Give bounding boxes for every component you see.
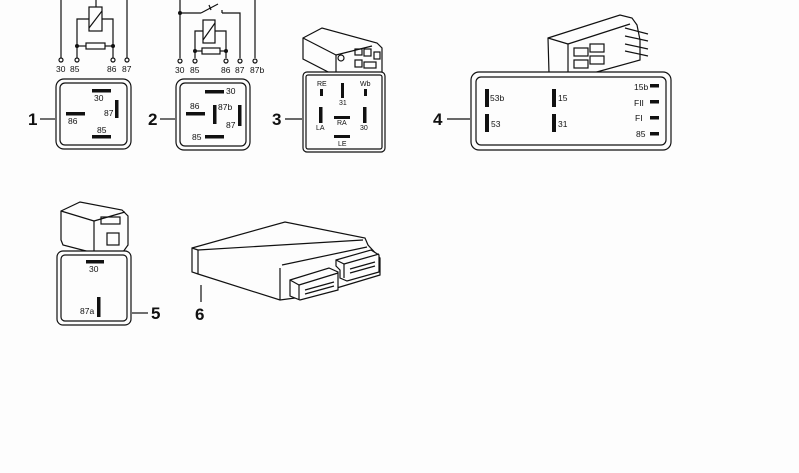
relay-5-housing <box>60 201 129 255</box>
pin-label: 87 <box>104 108 114 118</box>
pin-label: 86 <box>68 116 78 126</box>
callout-6[interactable]: 6 <box>195 305 204 324</box>
flasher-relay-housing <box>302 27 383 77</box>
callout-1[interactable]: 1 <box>28 110 37 129</box>
pin-label: 85 <box>636 129 646 139</box>
terminal-label: 86 <box>107 64 117 74</box>
relay-2-socket[interactable]: 30 86 87b 87 85 <box>175 78 251 151</box>
pin-label: 87a <box>80 306 94 316</box>
pin-label: 86 <box>190 101 200 111</box>
callout-4[interactable]: 4 <box>433 110 443 129</box>
pin-label: 31 <box>339 100 347 107</box>
pin-label: 53 <box>491 119 501 129</box>
pin-label: LA <box>316 125 325 132</box>
pin-label: 85 <box>192 132 202 142</box>
pin-label: RA <box>337 120 347 127</box>
pin-label: 87 <box>226 120 236 130</box>
relay-5-socket[interactable]: 30 87a <box>56 250 132 326</box>
pin-label: 30 <box>360 125 368 132</box>
terminal-label: 30 <box>175 65 185 75</box>
terminal-label: 87 <box>122 64 132 74</box>
pin-label: RE <box>317 81 327 88</box>
wiper-relay-housing <box>547 14 649 81</box>
callout-2[interactable]: 2 <box>148 110 157 129</box>
terminal-label: 85 <box>70 64 80 74</box>
pin-label: FI <box>635 113 643 123</box>
relay-1-schematic: 30 85 86 87 <box>56 0 132 74</box>
pin-label: 87b <box>218 102 232 112</box>
pin-label: 85 <box>97 125 107 135</box>
pin-label: 31 <box>558 119 568 129</box>
relay-2-schematic: 30 85 86 87 87b <box>175 0 264 75</box>
terminal-label: 86 <box>221 65 231 75</box>
pin-label: LE <box>338 141 347 148</box>
terminal-label: 87 <box>235 65 245 75</box>
pin-label: 53b <box>490 93 504 103</box>
callout-5[interactable]: 5 <box>151 304 160 323</box>
pin-label: 30 <box>94 93 104 103</box>
terminal-label: 87b <box>250 65 264 75</box>
relay-1-socket[interactable]: 30 87 86 85 <box>55 78 132 150</box>
terminal-label: 30 <box>56 64 66 74</box>
pin-label: 15b <box>634 82 648 92</box>
pin-label: 30 <box>226 86 236 96</box>
pin-label: Wb <box>360 81 371 88</box>
wiper-relay-socket[interactable]: 53b 53 15 31 15b FII FI 85 <box>470 71 672 151</box>
pin-label: 15 <box>558 93 568 103</box>
terminal-label: 85 <box>190 65 200 75</box>
control-unit[interactable] <box>191 221 381 301</box>
flasher-relay-socket[interactable]: RE Wb 31 LA RA 30 LE <box>302 71 386 153</box>
pin-label: FII <box>634 98 644 108</box>
callout-3[interactable]: 3 <box>272 110 281 129</box>
pin-label: 30 <box>89 264 99 274</box>
